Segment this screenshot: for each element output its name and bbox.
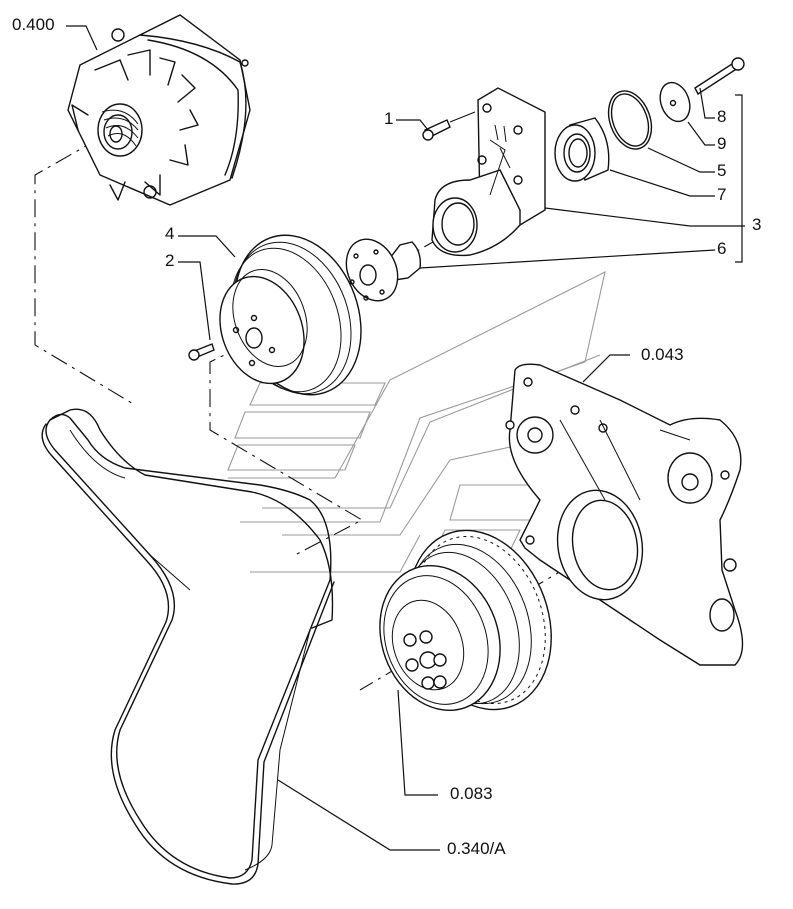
leader-0083 — [397, 689, 438, 796]
crankshaft-damper[interactable] — [360, 510, 575, 729]
bearing-7[interactable] — [554, 117, 610, 182]
screw-2[interactable] — [188, 343, 215, 361]
watermark-stripe — [234, 411, 371, 439]
bracket-group-3 — [735, 94, 743, 263]
leader-0340A — [277, 779, 440, 851]
axis-pulley — [209, 344, 364, 556]
axis-alternator — [34, 137, 136, 406]
leader-8 — [699, 87, 715, 119]
callout-4: 4 — [165, 224, 175, 243]
screw-1[interactable] — [422, 111, 476, 141]
callout-9: 9 — [717, 134, 727, 153]
leader-9 — [687, 121, 715, 146]
bolt-8[interactable] — [694, 57, 745, 96]
watermark-stripe — [227, 444, 356, 471]
leader-lines — [66, 25, 745, 851]
leader-4 — [178, 235, 236, 258]
idler-bracket[interactable] — [431, 87, 546, 257]
callout-3: 3 — [752, 215, 762, 234]
hub-shaft-6[interactable] — [337, 231, 422, 309]
leader-0043 — [582, 354, 630, 383]
leader-7 — [609, 169, 715, 197]
cover-disc-9[interactable] — [655, 78, 695, 125]
snap-ring-5[interactable] — [601, 85, 659, 155]
callout-2: 2 — [165, 251, 175, 270]
leader-0400 — [66, 25, 98, 51]
pulley-4[interactable] — [206, 217, 383, 412]
leader-6 — [419, 249, 716, 269]
callout-7: 7 — [717, 185, 727, 204]
callout-6: 6 — [717, 239, 727, 258]
callout-0340A: 0.340/A — [447, 839, 506, 858]
leader-2 — [178, 261, 211, 341]
watermark-chevron — [250, 534, 421, 573]
alternator[interactable] — [67, 14, 251, 206]
leader-1 — [396, 119, 429, 131]
timing-cover[interactable] — [505, 363, 744, 666]
watermark-stripe — [249, 382, 386, 406]
callout-1: 1 — [384, 109, 394, 128]
callout-0400: 0.400 — [12, 15, 55, 34]
watermark-logo — [227, 270, 606, 573]
poly-v-belt[interactable] — [41, 408, 335, 885]
callout-8: 8 — [717, 107, 727, 126]
callout-0043: 0.043 — [641, 345, 684, 364]
leader-5 — [647, 147, 715, 173]
callout-5: 5 — [717, 161, 727, 180]
watermark-chevron — [228, 270, 606, 523]
callout-0083: 0.083 — [450, 784, 493, 803]
leader-3 — [544, 207, 745, 227]
